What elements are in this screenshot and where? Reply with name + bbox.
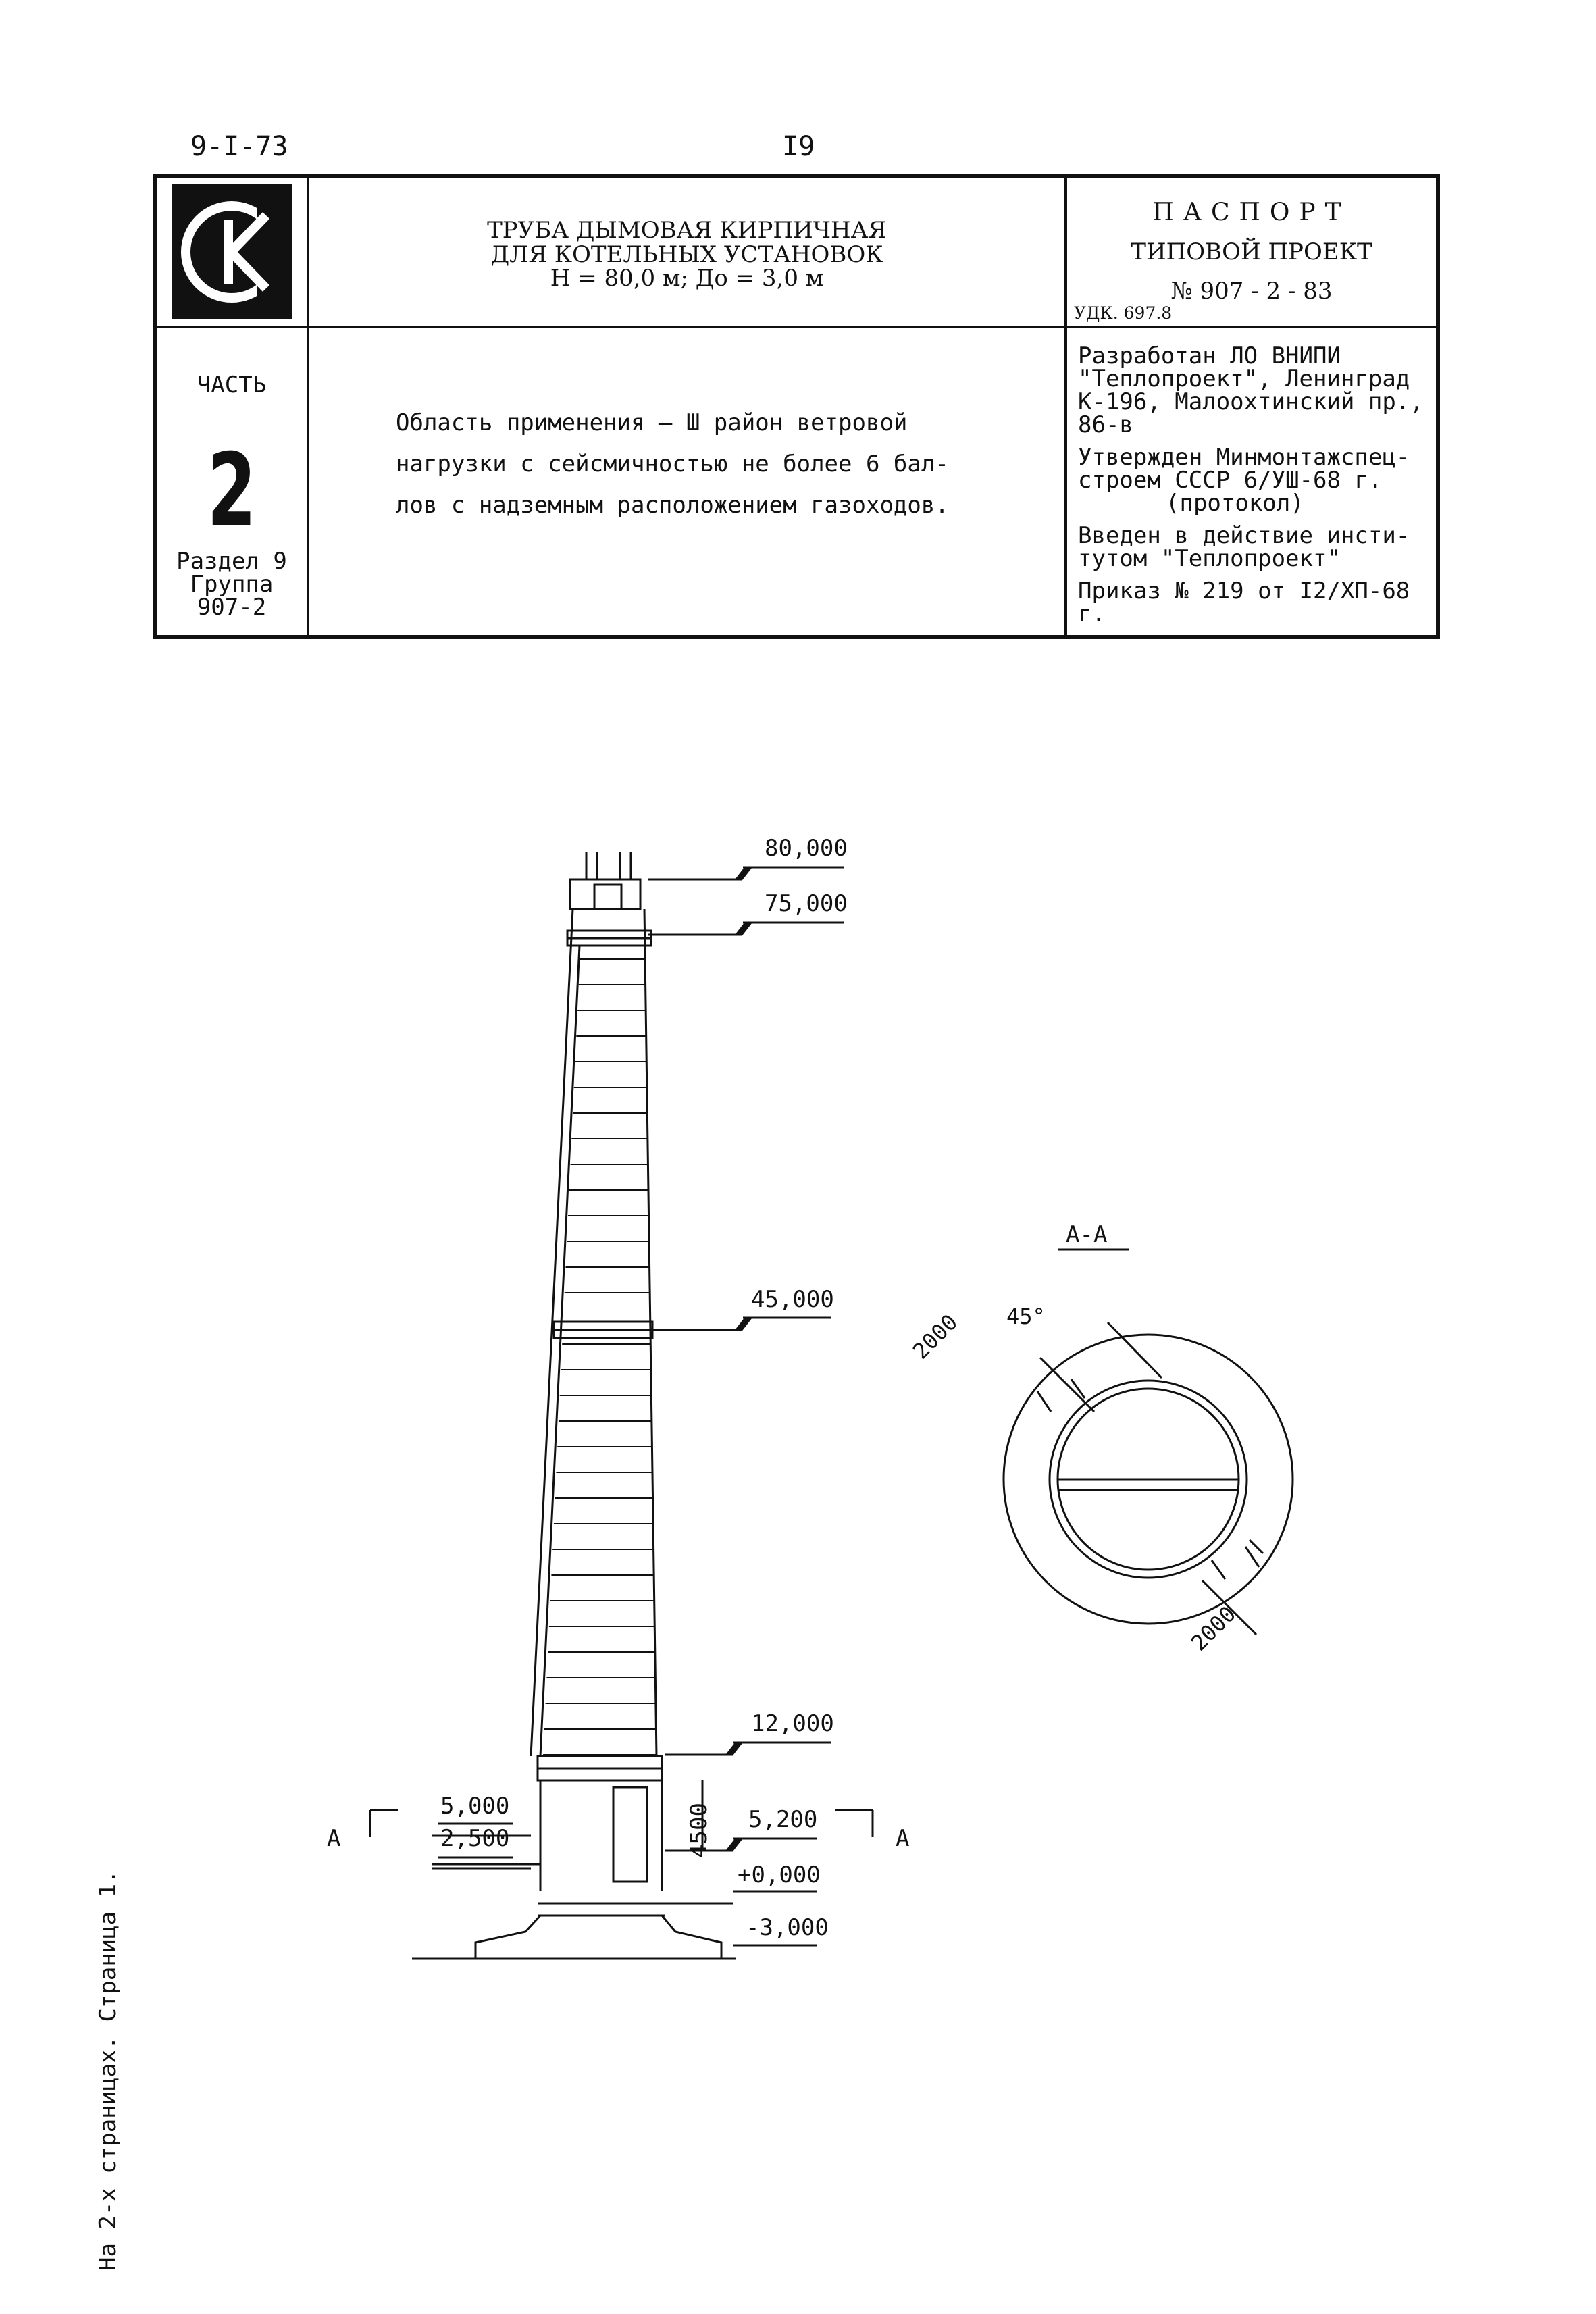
group-label: Группа	[190, 571, 274, 598]
sk-logo-icon	[181, 201, 297, 303]
area-line: лов с надземным расположением газоходов.	[396, 492, 949, 519]
passport-heading: ПАСПОРТ	[1152, 199, 1351, 226]
introduction-info: Введен в действие инсти- тутом "Теплопро…	[1078, 524, 1429, 570]
developer-cell: Разработан ЛО ВНИПИ "Теплопроект", Ленин…	[1064, 326, 1439, 638]
introduced-line: тутом "Теплопроект"	[1078, 545, 1341, 572]
doc-code: 9-I-73	[190, 131, 288, 162]
order-info: Приказ № 219 от I2/XП-68 г.	[1078, 577, 1410, 627]
part-number: 2	[207, 432, 257, 550]
title-line: ДЛЯ КОТЕЛЬНЫХ УСТАНОВОК	[490, 240, 883, 268]
title-line: Н = 80,0 м; До = 3,0 м	[550, 265, 824, 292]
elevation-80: 80,000	[765, 835, 848, 862]
approved-line: Утвержден Минмонтажспец-	[1078, 444, 1410, 471]
dev-line: "Теплопроект", Ленинград	[1078, 365, 1410, 392]
elevation-12: 12,000	[751, 1710, 834, 1737]
page-count-note: На 2-х страницах. Страница 1.	[95, 1870, 122, 2271]
title-block: ТРУБА ДЫМОВАЯ КИРПИЧНАЯ ДЛЯ КОТЕЛЬНЫХ УС…	[153, 174, 1440, 639]
introduced-line: Введен в действие инсти-	[1078, 522, 1410, 549]
approval-info: Утвержден Минмонтажспец- строем СССР 6/У…	[1078, 446, 1429, 515]
application-area: Область применения – Ш район ветровой на…	[307, 326, 1067, 638]
dev-line: 86-в	[1078, 411, 1133, 438]
section-title: А-А	[1066, 1221, 1108, 1248]
section-label: Раздел 9	[176, 548, 287, 575]
project-title: ТРУБА ДЫМОВАЯ КИРПИЧНАЯ ДЛЯ КОТЕЛЬНЫХ УС…	[307, 175, 1067, 328]
dev-line: К-196, Малоохтинский пр.,	[1078, 388, 1424, 415]
elevation-5-2: 5,200	[748, 1806, 818, 1833]
section-mark-right: А	[896, 1825, 910, 1852]
title-line: ТРУБА ДЫМОВАЯ КИРПИЧНАЯ	[487, 217, 887, 244]
elevation-0: +0,000	[738, 1861, 821, 1888]
logo-cell	[153, 175, 309, 328]
elevation-75: 75,000	[765, 890, 848, 917]
project-number: № 907 - 2 - 83	[1170, 278, 1333, 305]
dev-line: Разработан ЛО ВНИПИ	[1078, 342, 1341, 369]
section-mark-left: А	[327, 1825, 341, 1852]
elevation-minus-3: -3,000	[746, 1914, 829, 1941]
dimension-4500: 4500	[685, 1803, 713, 1858]
part-label: ЧАСТЬ	[197, 371, 267, 398]
angle-45: 45°	[1006, 1304, 1046, 1329]
elevation-2-5: 2,500	[440, 1825, 510, 1852]
group-code: 907-2	[197, 594, 267, 621]
udk-code: УДК. 697.8	[1074, 303, 1173, 323]
area-line: нагрузки с сейсмичностью не более 6 бал-	[396, 451, 949, 478]
elevation-5: 5,000	[440, 1793, 510, 1820]
sk-logo	[172, 184, 297, 319]
elevation-45: 45,000	[751, 1286, 834, 1313]
approved-line: строем СССР 6/УШ-68 г.	[1078, 467, 1383, 494]
project-type: ТИПОВОЙ ПРОЕКТ	[1131, 238, 1372, 265]
approved-line: (протокол)	[1166, 490, 1304, 517]
page-number: I9	[782, 131, 815, 162]
passport-cell: ПАСПОРТ ТИПОВОЙ ПРОЕКТ № 907 - 2 - 83 УД…	[1064, 175, 1439, 328]
area-line: Область применения – Ш район ветровой	[396, 409, 908, 436]
part-cell: ЧАСТЬ 2 Раздел 9 Группа 907-2	[153, 326, 309, 638]
developer-info: Разработан ЛО ВНИПИ "Теплопроект", Ленин…	[1078, 344, 1429, 436]
